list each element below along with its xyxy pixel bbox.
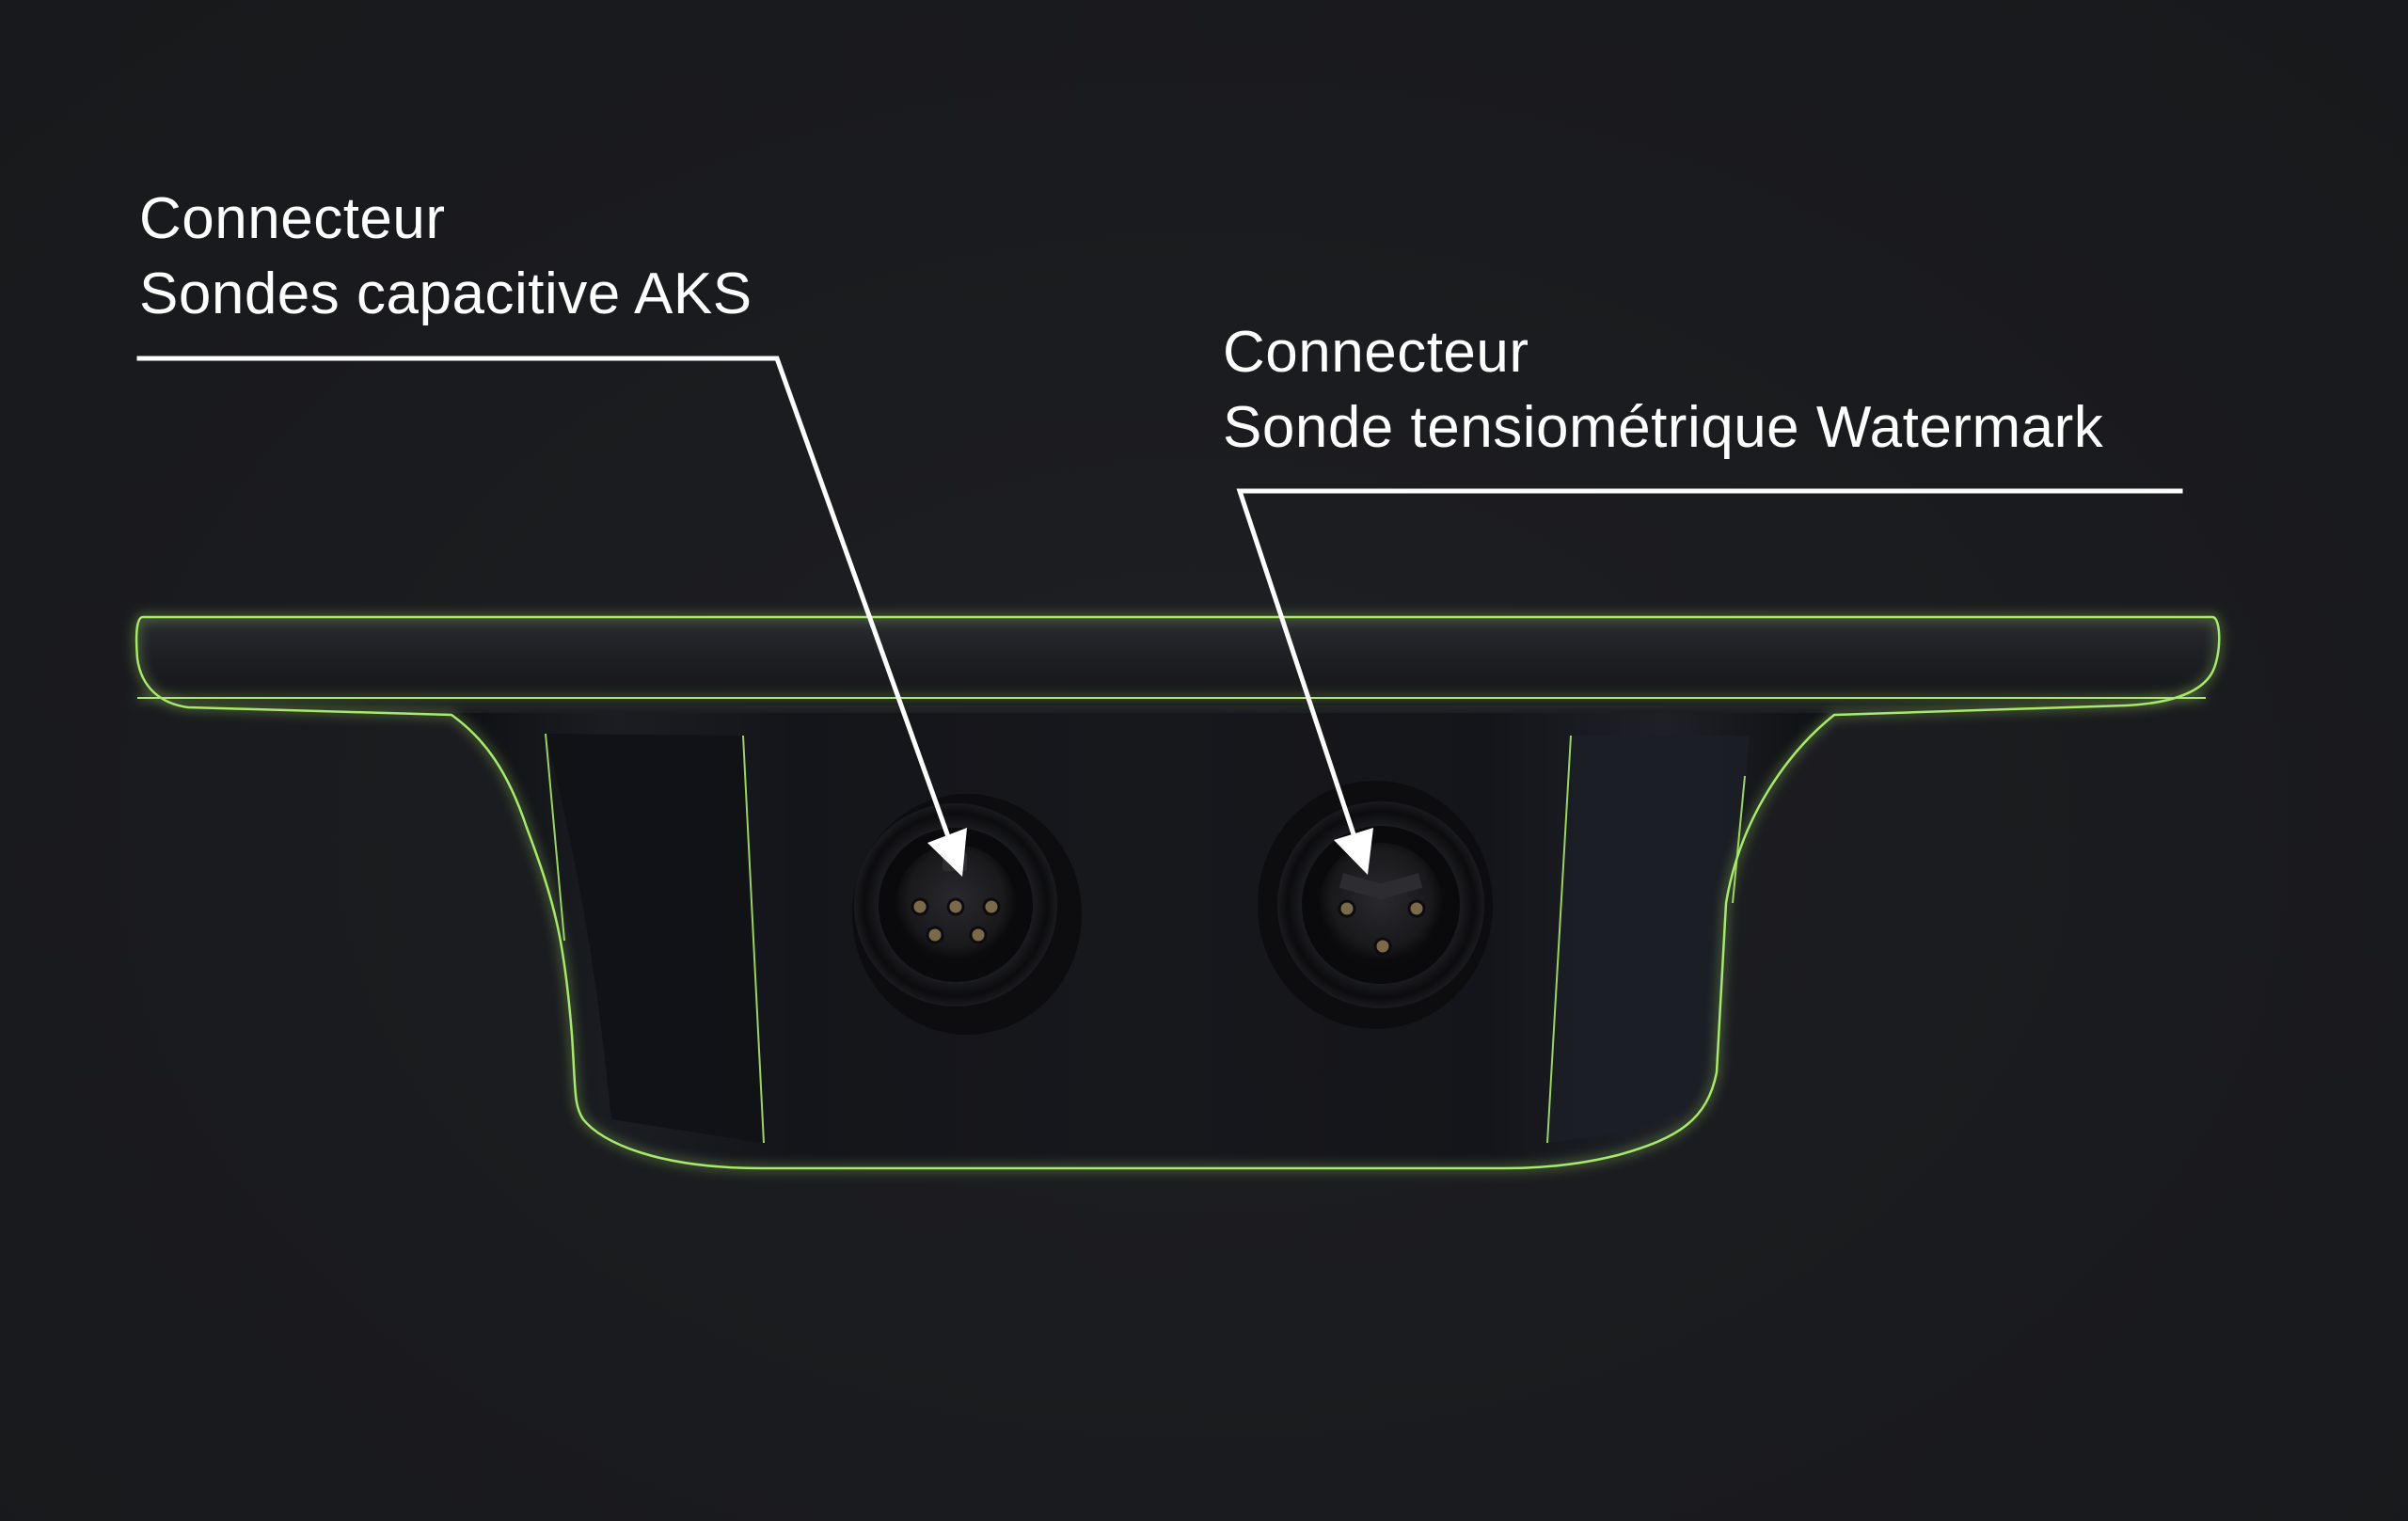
watermark-connector bbox=[1258, 781, 1493, 1029]
connector-pins bbox=[1338, 899, 1426, 956]
housing-left-panel bbox=[546, 734, 762, 1143]
callout-label-line2: Sondes capacitive AKS bbox=[139, 261, 752, 326]
callout-label-line1: Connecteur bbox=[139, 186, 446, 251]
device-housing bbox=[452, 713, 1830, 1166]
callout-leader-left bbox=[136, 356, 954, 846]
callout-label-watermark: Connecteur Sonde tensiométrique Watermar… bbox=[1223, 315, 2103, 466]
housing-right-panel bbox=[1547, 736, 1750, 1143]
device-outline bbox=[135, 615, 2221, 1170]
capacitive-connector bbox=[852, 794, 1082, 1035]
callout-label-line2: Sonde tensiométrique Watermark bbox=[1223, 395, 2104, 460]
callout-leader-right bbox=[1236, 488, 2183, 841]
callout-label-line1: Connecteur bbox=[1223, 320, 1529, 385]
device-lid bbox=[136, 617, 2220, 705]
connector-pins bbox=[911, 897, 1001, 944]
callout-label-capacitive: Connecteur Sondes capacitive AKS bbox=[139, 182, 752, 332]
arrow-head-left bbox=[927, 828, 967, 877]
housing-panel-edges bbox=[545, 733, 1746, 1144]
arrow-head-right bbox=[1334, 828, 1373, 875]
